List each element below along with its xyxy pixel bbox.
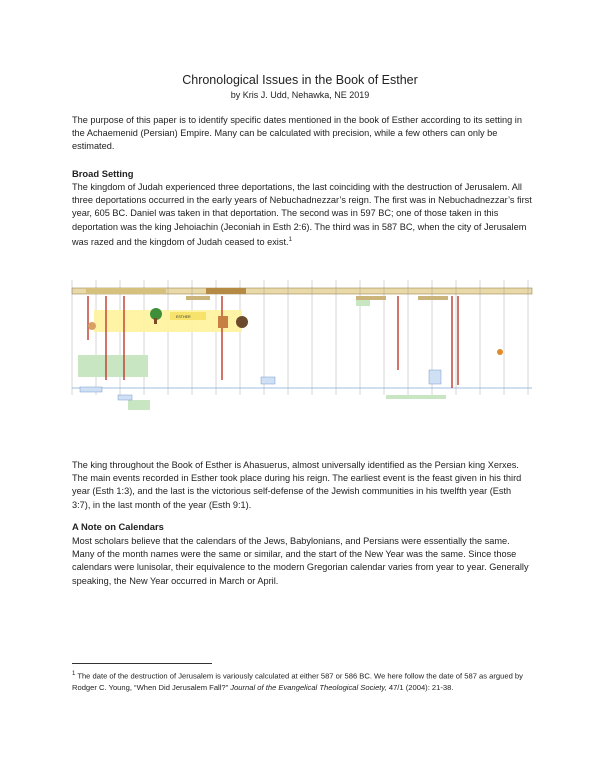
footnote-ref[interactable]: 1 (288, 236, 292, 243)
xerxes-paragraph: The king throughout the Book of Esther i… (72, 460, 522, 510)
footnote: 1 The date of the destruction of Jerusal… (72, 669, 534, 693)
author-line: by Kris J. Udd, Nehawka, NE 2019 (230, 90, 370, 100)
esther-label-box (170, 312, 206, 320)
footnote-tail: 47/1 (2004): 21-38. (386, 682, 454, 692)
chronology-timeline-figure: ESTHER (71, 280, 533, 410)
page-title: Chronological Issues in the Book of Esth… (182, 73, 418, 87)
footnote-journal: Journal of the Evangelical Theological S… (230, 682, 387, 692)
heading-broad-setting: Broad Setting (72, 168, 134, 179)
heading-calendars: A Note on Calendars (72, 521, 164, 532)
broad-setting-text: The kingdom of Judah experienced three d… (72, 182, 532, 247)
intro-paragraph: The purpose of this paper is to identify… (72, 115, 522, 152)
calendars-paragraph: Most scholars believe that the calendars… (72, 536, 529, 586)
footnote-divider (72, 663, 212, 664)
broad-setting-paragraph: The kingdom of Judah experienced three d… (72, 181, 532, 249)
footnote-text: The date of the destruction of Jerusalem… (72, 671, 523, 692)
footnote-mark: 1 (72, 671, 76, 677)
timeline-label-esther: ESTHER (176, 315, 191, 319)
